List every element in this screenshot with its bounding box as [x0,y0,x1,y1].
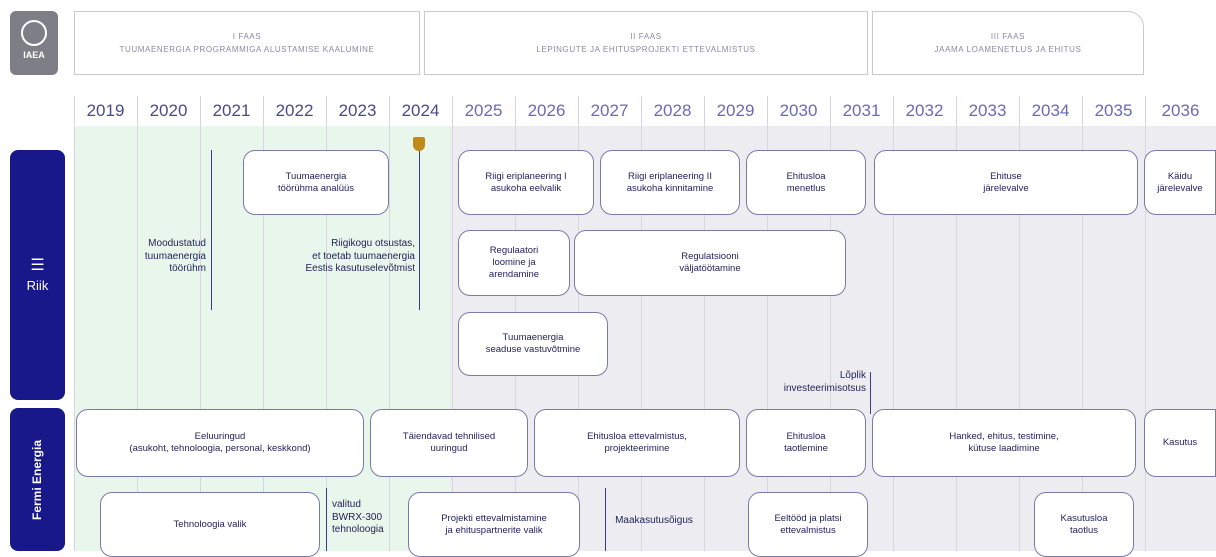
year-label: 2033 [968,101,1007,120]
workgroup-formed-note: Moodustatud tuumaenergia töörühm [144,238,206,274]
pre-studies-box: Eeluuringud (asukoht, tehnoloogia, perso… [76,409,364,477]
building-permit-box: Ehitusloa menetlus [746,150,866,215]
year-header: 2019 2020 2021 2022 2023 2024 2025 2026 … [74,96,1216,126]
year-label: 2027 [590,101,629,120]
year-label: 2019 [86,101,125,120]
planning-1-box: Riigi eriplaneering I asukoha eelvalik [458,150,594,215]
parliament-decision-marker-line [419,150,420,310]
phase-3-subtitle: JAAMA LOAMENETLUS JA EHITUS [934,45,1082,54]
year-label: 2026 [527,101,566,120]
phase-2-subtitle: LEPINGUTE JA EHITUSPROJEKTI ETTEVALMISTU… [536,45,756,54]
year-label: 2024 [401,101,440,120]
operation-supervision-box: Käidu järelevalve [1144,150,1216,215]
workgroup-formed-marker-line [211,150,212,310]
land-use-note: Maakasutusõigus [615,515,693,526]
year-label: 2036 [1161,101,1200,120]
phase-1-title: I FAAS [232,32,262,41]
phase-2: II FAAS LEPINGUTE JA EHITUSPROJEKTI ETTE… [424,11,868,75]
permit-application-box: Ehitusloa taotlemine [746,409,866,477]
phase-1-subtitle: TUUMAENERGIA PROGRAMMIGA ALUSTAMISE KAAL… [119,45,375,54]
operation-box: Kasutus [1144,409,1216,477]
construction-supervision-box: Ehituse järelevalve [874,150,1138,215]
column-divider [1145,96,1146,551]
bwrx-marker-line [326,488,327,551]
column-divider [641,96,642,551]
procurement-box: Hanked, ehitus, testimine, kütuse laadim… [872,409,1136,477]
final-investment-marker-line [870,372,871,414]
row-label-fermi-text: Fermi Energia [30,439,45,520]
regulator-box: Regulaatori loomine ja arendamine [458,230,570,296]
iaea-logo: IAEA [10,11,58,75]
use-permit-box: Kasutusloa taotlus [1034,492,1134,557]
parliament-decision-note: Riigikogu otsustas, et toetab tuumaenerg… [305,238,416,274]
phase-2-title: II FAAS [630,32,662,41]
year-label: 2020 [149,101,188,120]
regulation-box: Regulatsiooni väljatöötamine [574,230,846,296]
iaea-emblem-icon [21,20,47,46]
planning-2-box: Riigi eriplaneering II asukoha kinnitami… [600,150,740,215]
estonian-coat-of-arms-icon: ☰ [30,256,45,274]
tech-choice-box: Tehnoloogia valik [100,492,320,557]
row-label-riik: ☰ Riik [10,150,65,400]
row-label-riik-text: Riik [26,277,49,293]
year-label: 2030 [779,101,818,120]
year-label: 2032 [905,101,944,120]
iaea-logo-text: IAEA [23,50,45,60]
column-divider [74,96,75,551]
column-divider [1019,96,1020,551]
column-divider [830,96,831,551]
land-use-marker-line [605,488,606,551]
nuclear-law-box: Tuumaenergia seaduse vastuvõtmine [458,312,608,376]
column-divider [1082,96,1083,551]
column-divider [452,96,453,551]
year-label: 2021 [212,101,251,120]
site-prep-box: Eeltööd ja platsi ettevalmistus [748,492,868,557]
column-divider [704,96,705,551]
phase-3: III FAAS JAAMA LOAMENETLUS JA EHITUS [872,11,1144,75]
year-label: 2034 [1031,101,1070,120]
year-label: 2025 [464,101,503,120]
year-label: 2022 [275,101,314,120]
final-investment-note: Lõplik investeerimisotsus [783,370,866,394]
bwrx-note: valitud BWRX-300 tehnoloogia [332,499,384,535]
year-label: 2023 [338,101,377,120]
column-divider [263,96,264,551]
parliament-emblem-icon [413,137,425,151]
year-label: 2035 [1094,101,1133,120]
column-divider [137,96,138,551]
row-label-fermi: Fermi Energia [10,408,65,551]
additional-studies-box: Täiendavad tehnilised uuringud [370,409,528,477]
year-label: 2031 [842,101,881,120]
year-label: 2029 [716,101,755,120]
column-divider [200,96,201,551]
column-divider [326,96,327,551]
column-divider [893,96,894,551]
phase-1: I FAAS TUUMAENERGIA PROGRAMMIGA ALUSTAMI… [74,11,420,75]
workgroup-analysis-box: Tuumaenergia töörühma analüüs [243,150,389,215]
project-prep-box: Projekti ettevalmistamine ja ehituspartn… [408,492,580,557]
column-divider [767,96,768,551]
phase-3-title: III FAAS [990,32,1026,41]
column-divider [389,96,390,551]
year-label: 2028 [653,101,692,120]
permit-preparation-box: Ehitusloa ettevalmistus, projekteerimine [534,409,740,477]
column-divider [956,96,957,551]
